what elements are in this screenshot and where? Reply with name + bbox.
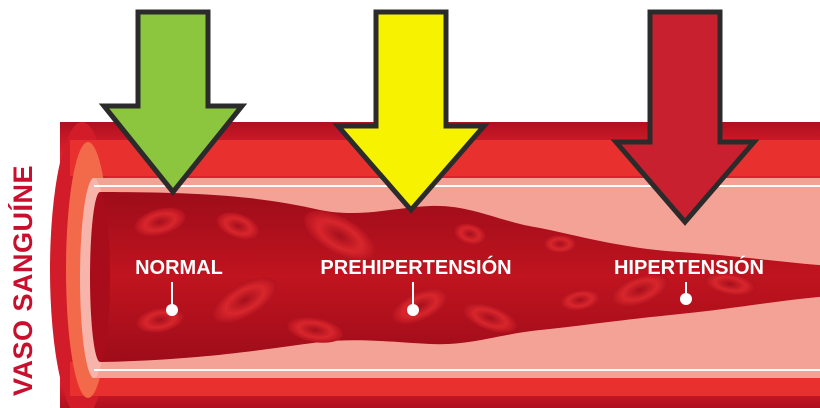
stage-label-normal: NORMAL <box>135 257 223 279</box>
vessel-side-label: VASO SANGUÍNE <box>8 165 38 396</box>
stage-label-prehipertension: PREHIPERTENSIÓN <box>320 255 511 279</box>
stage-label-hipertension: HIPERTENSIÓN <box>614 255 764 279</box>
blood-cell <box>544 235 576 253</box>
